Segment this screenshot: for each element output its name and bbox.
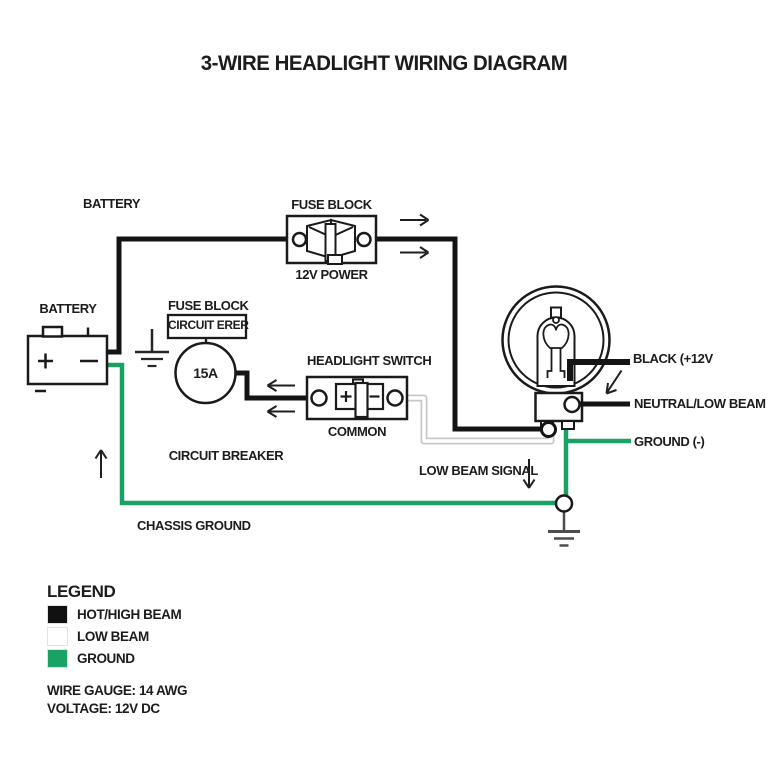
fuse-symbol-tab bbox=[327, 254, 343, 265]
low-beam-signal-label: LOW BEAM SIGNAL bbox=[419, 463, 538, 478]
hot-swatch bbox=[47, 604, 68, 624]
hot-swatch-label: HOT/HIGH BEAM bbox=[77, 606, 182, 622]
battery-feed-label: BATTERY bbox=[83, 196, 141, 211]
switch-common-caption: COMMON bbox=[327, 424, 387, 439]
breaker-circle bbox=[174, 341, 237, 405]
headlight-pointer-arrow bbox=[605, 369, 623, 395]
hot-lead bbox=[567, 359, 630, 381]
low-beam-swatch-label: LOW BEAM bbox=[77, 628, 149, 644]
switch-toggle bbox=[354, 381, 369, 419]
breaker-fuse-block-label: FUSE BLOCK bbox=[168, 298, 249, 313]
wire-gauge-note: WIRE GAUGE: 14 AWG bbox=[47, 683, 188, 698]
low-beam-swatch bbox=[47, 626, 68, 646]
fuse-block-label: FUSE BLOCK bbox=[291, 197, 372, 212]
base-right-tab bbox=[561, 420, 575, 430]
ground-swatch bbox=[47, 648, 68, 668]
flow-arrow-right-1 bbox=[400, 213, 430, 227]
circuit-breaker-caption: CIRCUIT BREAKER bbox=[168, 448, 284, 463]
low-beam-down-arrow bbox=[522, 459, 536, 489]
battery-to-fuse-wire bbox=[108, 236, 293, 355]
legend-row-ground: GROUND bbox=[47, 648, 181, 668]
bulb-left-leg bbox=[546, 348, 553, 378]
battery-plus-sign bbox=[38, 353, 53, 369]
fuse-to-headlight-wire bbox=[370, 236, 542, 432]
ground-node bbox=[554, 494, 574, 513]
legend: LEGEND HOT/HIGH BEAM LOW BEAM GROUND bbox=[47, 582, 182, 668]
legend-row-low: LOW BEAM bbox=[47, 626, 181, 646]
breaker-to-switch-wire bbox=[233, 370, 312, 401]
page-title: 3-WIRE HEADLIGHT WIRING DIAGRAM bbox=[200, 51, 568, 75]
bulb-right-leg bbox=[559, 348, 566, 378]
battery-positive-terminal bbox=[41, 325, 64, 338]
legend-row-hot: HOT/HIGH BEAM bbox=[47, 604, 182, 624]
voltage-note: VOLTAGE: 12V DC bbox=[47, 701, 160, 716]
switch-right-terminal bbox=[386, 389, 404, 407]
switch-plus-sign bbox=[340, 391, 352, 402]
breaker-amps-label: 15A bbox=[193, 365, 218, 381]
bulb-tip bbox=[552, 316, 560, 324]
headlight-switch-label: HEADLIGHT SWITCH bbox=[307, 353, 432, 368]
chassis-ground-label: CHASSIS GROUND bbox=[137, 518, 251, 533]
chassis-up-arrow bbox=[94, 449, 108, 478]
battery-label: BATTERY bbox=[39, 301, 97, 316]
breaker-box-label: CIRCUIT ERER bbox=[168, 318, 249, 332]
ground-swatch-label: GROUND bbox=[77, 650, 135, 666]
neutral-lead-label: NEUTRAL/LOW BEAM bbox=[634, 396, 766, 411]
fuse-block-right-terminal bbox=[356, 231, 372, 248]
flow-arrow-left-1 bbox=[266, 379, 295, 392]
flow-arrow-left-2 bbox=[266, 405, 295, 418]
fuse-power-label: 12V POWER bbox=[295, 267, 368, 282]
hot-terminal bbox=[540, 421, 557, 438]
hot-lead-label: BLACK (+12V bbox=[633, 351, 713, 366]
base-right-terminal bbox=[563, 395, 581, 414]
low-beam-wire-outline bbox=[407, 394, 555, 445]
flow-arrow-right-2 bbox=[400, 246, 430, 259]
spec-notes: WIRE GAUGE: 14 AWG VOLTAGE: 12V DC bbox=[47, 680, 187, 716]
bulb-filament bbox=[542, 323, 570, 349]
switch-left-terminal bbox=[310, 389, 328, 407]
legend-heading: LEGEND bbox=[47, 582, 116, 601]
fuse-block-left-terminal bbox=[291, 231, 308, 248]
chassis-ground-wire bbox=[107, 362, 556, 506]
bulb-top-nub bbox=[550, 306, 562, 319]
ground-lead-label: GROUND (-) bbox=[634, 434, 705, 449]
low-beam-wire-core bbox=[407, 396, 553, 443]
